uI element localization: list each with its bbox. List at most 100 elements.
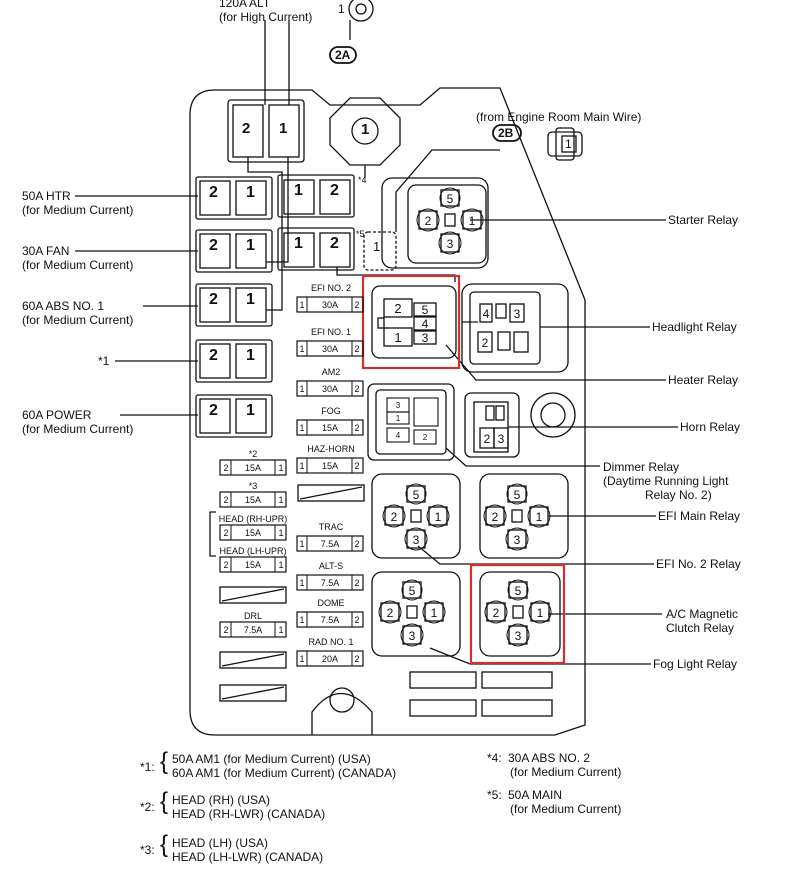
left-fuse-name-3: HEAD (LH-UPR) xyxy=(219,546,286,556)
alt-pin-2: 2 xyxy=(242,120,251,137)
ac-relay-highlight xyxy=(469,563,566,665)
fuse-value-8: 20A xyxy=(322,654,338,664)
left-fuse-value-1: 15A xyxy=(245,495,261,505)
center-fuse-pin2-1: 2 xyxy=(330,235,339,252)
fuse-box-outline xyxy=(189,87,586,736)
relay-efi2-pins-pin2: 2 xyxy=(391,510,398,524)
fuse-name-6: ALT-S xyxy=(319,561,343,571)
fuse-pin2-8: 2 xyxy=(354,654,359,664)
horn-relay-mount xyxy=(530,392,576,438)
left-fuse-slot-1 xyxy=(219,491,287,508)
dimmer-pin1: 1 xyxy=(396,414,401,423)
left-fuse-name-0: *2 xyxy=(249,449,258,459)
headlight-relay-label: Headlight Relay xyxy=(652,320,737,334)
note5-key: *5: xyxy=(487,788,502,802)
relay-fog-pins-pin5: 5 xyxy=(409,584,416,598)
fuse-name-2: AM2 xyxy=(322,367,341,377)
fuse-pin1-5: 1 xyxy=(299,539,304,549)
efi2-relay-label: EFI No. 2 Relay xyxy=(656,557,741,571)
left-fuse-pin1-0: 1 xyxy=(278,463,283,473)
fuse-value-5: 7.5A xyxy=(321,539,340,549)
fuse-pin1-3: 1 xyxy=(299,423,304,433)
left-fuse-value-4: 7.5A xyxy=(244,625,263,635)
relay-efi2-pins-pin1: 1 xyxy=(435,510,442,524)
relay-ac-pins-pin1: 1 xyxy=(537,606,544,620)
relay-fog-pins-pin1: 1 xyxy=(431,606,438,620)
left-fuse-pin2-3: 2 xyxy=(223,560,228,570)
fuse-pin2-3: 2 xyxy=(354,423,359,433)
left-fuse-pin2-1: 2 xyxy=(223,495,228,505)
heater-pin2: 2 xyxy=(394,301,401,316)
fuse-slot-5 xyxy=(296,535,364,552)
top-terminal-circle xyxy=(348,0,374,22)
left-label-3: *1 xyxy=(98,354,110,368)
left-label-1: 30A FAN xyxy=(22,244,70,258)
starter-relay-pins-pin2: 2 xyxy=(425,214,432,228)
fuse-pin2-7: 2 xyxy=(354,615,359,625)
left-label-4: 60A POWER xyxy=(22,408,92,422)
fuse-value-7: 7.5A xyxy=(321,615,340,625)
heater-pin5: 5 xyxy=(422,303,429,317)
fuse-name-7: DOME xyxy=(318,598,345,608)
alt-fuse-sub: (for High Current) xyxy=(219,10,313,24)
fuse-name-1: EFI NO. 1 xyxy=(311,327,351,337)
left-label-sub-4: (for Medium Current) xyxy=(22,422,134,436)
ac-relay-label2: Clutch Relay xyxy=(666,621,735,635)
top-terminal-number: 1 xyxy=(338,2,345,16)
relay-efi-main-pins-pin3: 3 xyxy=(514,533,521,547)
fuse-pin1-1: 1 xyxy=(299,344,304,354)
left-fuse-pin1-3: 1 xyxy=(278,560,283,570)
big-fuse-pin1-1: 1 xyxy=(246,237,255,254)
mark-star5: *5 xyxy=(356,229,365,239)
relay-ac-pins-pin5: 5 xyxy=(515,584,522,598)
horn-relay-label: Horn Relay xyxy=(680,420,741,434)
big-fuse-pin1-0: 1 xyxy=(246,184,255,201)
fuse-pin1-2: 1 xyxy=(299,384,304,394)
relay-fog-pins-pin2: 2 xyxy=(387,606,394,620)
note3-line1: HEAD (LH) (USA) xyxy=(172,836,269,850)
fuse-name-5: TRAC xyxy=(319,522,344,532)
ac-relay-label1: A/C Magnetic xyxy=(666,607,739,621)
left-fuse-pin2-0: 2 xyxy=(223,463,228,473)
left-fuse-name-2: HEAD (RH-UPR) xyxy=(219,514,288,524)
left-fuse-pin1-2: 1 xyxy=(278,528,283,538)
note4-key: *4: xyxy=(487,751,502,765)
left-fuse-slot-4 xyxy=(219,621,287,638)
center-fuse-pin1-1: 1 xyxy=(294,235,303,252)
headlight-pin2: 2 xyxy=(482,336,489,350)
fuse-value-4: 15A xyxy=(322,461,338,471)
left-fuse-pin2-2: 2 xyxy=(223,528,228,538)
starter-relay xyxy=(381,177,489,269)
relay-fog-pins-pin3: 3 xyxy=(409,629,416,643)
center-fuse-pin2-0: 2 xyxy=(330,182,339,199)
connector-2a-label: 2A xyxy=(335,48,351,62)
dimmer-pin3: 3 xyxy=(396,401,401,410)
fuse-slot-4 xyxy=(296,457,364,474)
fuse-value-6: 7.5A xyxy=(321,578,340,588)
left-fuse-pin1-1: 1 xyxy=(278,495,283,505)
fuse-pin2-4: 2 xyxy=(354,461,359,471)
left-fuse-slot-0 xyxy=(219,459,287,476)
heater-relay-label: Heater Relay xyxy=(668,373,739,387)
engine-room-wire-label: (from Engine Room Main Wire) xyxy=(476,110,642,124)
note5-line2: (for Medium Current) xyxy=(510,802,622,816)
dimmer-pin2: 2 xyxy=(423,433,428,442)
relay-fog-pins: 5 2 1 3 xyxy=(378,579,446,647)
fuse-pin2-1: 2 xyxy=(354,344,359,354)
left-fuse-name-1: *3 xyxy=(249,481,258,491)
center-fuse-pin1-0: 1 xyxy=(294,182,303,199)
left-label-0: 50A HTR xyxy=(22,189,71,203)
fog-light-relay-label: Fog Light Relay xyxy=(653,657,738,671)
dimmer-relay-sub2: Relay No. 2) xyxy=(645,488,712,502)
note1-line1: 50A AM1 (for Medium Current) (USA) xyxy=(172,752,371,766)
note3-line2: HEAD (LH-LWR) (CANADA) xyxy=(172,850,324,864)
headlight-pin4: 4 xyxy=(483,307,490,321)
left-fuse-slot-3 xyxy=(219,556,287,573)
note2-line2: HEAD (RH-LWR) (CANADA) xyxy=(172,807,326,821)
left-fuse-slot-2 xyxy=(219,524,287,541)
big-fuse-pin1-4: 1 xyxy=(246,402,255,419)
fuse-slot-3 xyxy=(296,419,364,436)
